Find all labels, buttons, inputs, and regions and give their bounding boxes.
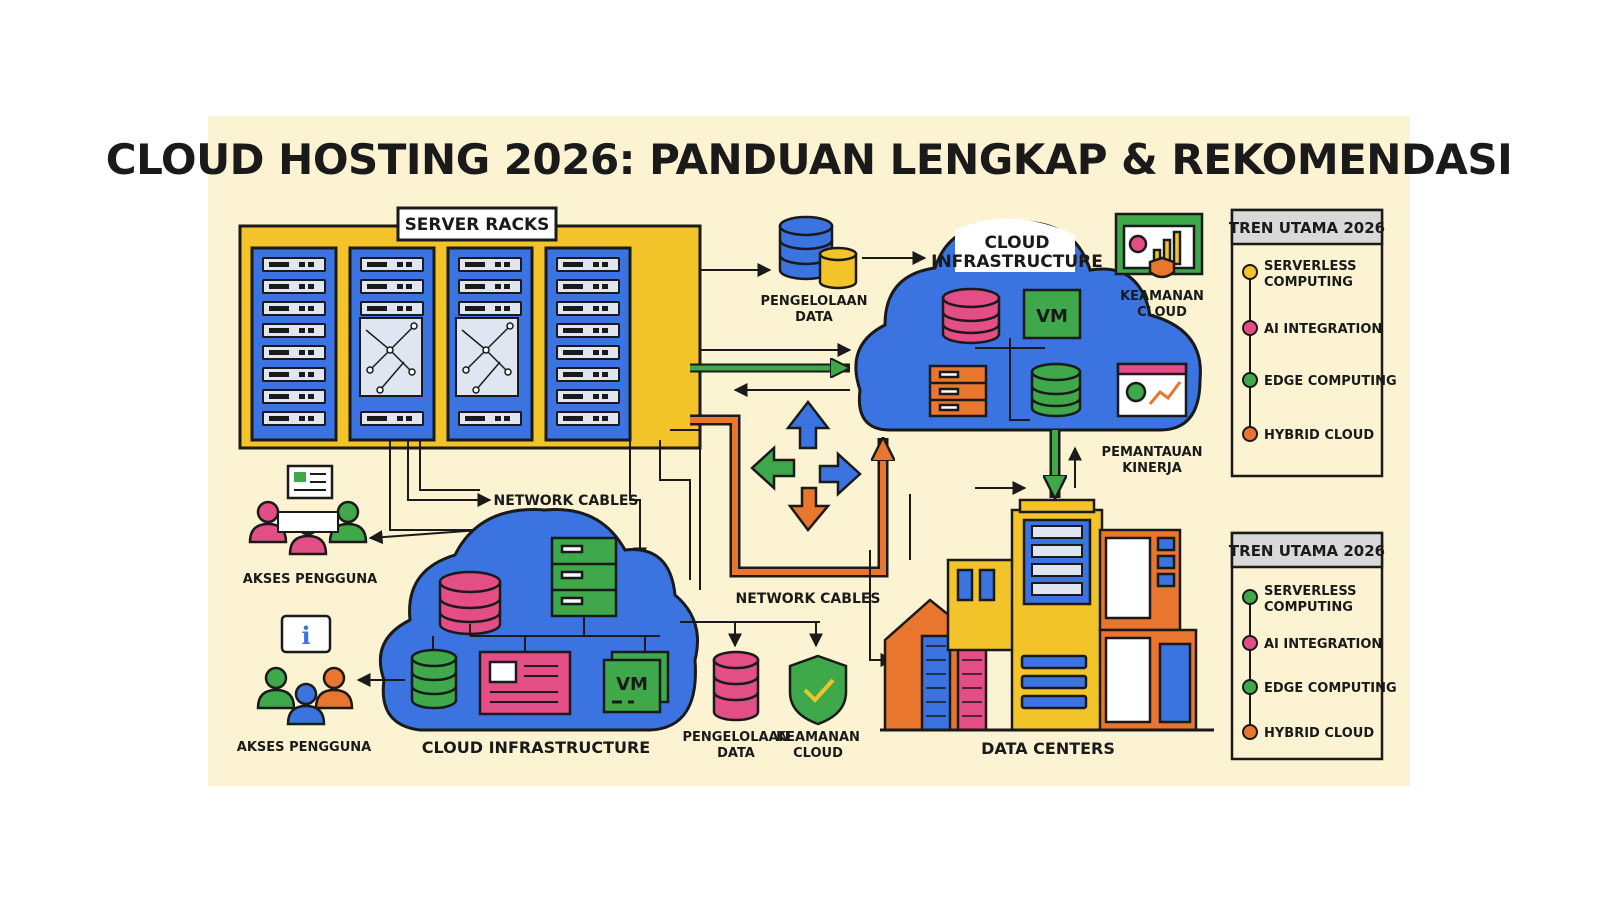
trend-item-label: SERVERLESS (1264, 259, 1357, 274)
server-rack (250, 246, 338, 442)
trend-item-label: AI INTEGRATION (1264, 637, 1382, 652)
network-mesh-icon (359, 317, 519, 397)
network-cables-label-2: NETWORK CABLES (735, 591, 880, 607)
server-icon-orange (928, 364, 988, 418)
page-title: CLOUD HOSTING 2026: PANDUAN LENGKAP & RE… (106, 135, 1512, 184)
trend-item-label: AI INTEGRATION (1264, 322, 1382, 337)
trend-item: HYBRID CLOUD (1242, 426, 1374, 443)
bottom-server-green (550, 536, 618, 618)
trend-item-label: HYBRID CLOUD (1264, 428, 1374, 443)
user-access-icon-1 (248, 464, 368, 556)
trend-bullet-icon (1242, 679, 1258, 695)
bottom-vm-label: VM (616, 674, 648, 695)
bottom-dashboard-pink (478, 650, 572, 716)
server-racks: SERVER RACKS (238, 206, 702, 450)
server-rack (544, 246, 632, 442)
bottom-database-green (410, 648, 458, 710)
user-access-icon-2: i (256, 614, 354, 726)
user-access-label-1: AKSES PENGGUNA (243, 572, 377, 587)
four-way-arrows-icon (750, 399, 862, 533)
cloud-security-label-top-1: KEAMANAN (1120, 289, 1204, 304)
cloud-to-datacenter-arrow (975, 430, 1082, 498)
performance-monitoring-label-1: PEMANTAUAN (1102, 445, 1203, 460)
performance-monitor-icon (1116, 362, 1188, 418)
orange-data-flow-path (690, 414, 883, 578)
trend-item-label: EDGE COMPUTING (1264, 681, 1397, 696)
server-racks-label-box (396, 206, 558, 242)
trend-bullet-icon (1242, 635, 1258, 651)
data-centers-buildings (880, 498, 1214, 732)
bottom-cloud-label: CLOUD INFRASTRUCTURE (422, 738, 650, 757)
database-icon-bottom (712, 650, 760, 722)
server-racks-label: SERVER RACKS (405, 215, 550, 235)
data-management-label-top-2: DATA (795, 310, 833, 325)
security-shield-icon (788, 654, 848, 726)
trend-item: EDGE COMPUTING (1242, 372, 1397, 389)
network-cables-label-1: NETWORK CABLES (493, 493, 638, 509)
trend-item-label: HYBRID CLOUD (1264, 726, 1374, 741)
top-cloud-label-2: INFRASTRUCTURE (931, 252, 1103, 272)
vm-icon (1022, 288, 1082, 340)
database-icon-top (778, 215, 858, 290)
data-management-label-bottom-1: PENGELOLAAN (683, 730, 790, 745)
trend-item: AI INTEGRATION (1242, 320, 1382, 337)
cloud-security-label-top-2: CLOUD (1137, 305, 1187, 320)
data-management-label-bottom-2: DATA (717, 746, 755, 761)
trend-bullet-icon (1242, 372, 1258, 388)
trend-bullet-icon (1242, 264, 1258, 280)
security-dashboard-icon (1114, 212, 1204, 279)
trends-panel-2-title: TREN UTAMA 2026 (1229, 542, 1385, 560)
performance-monitoring-label-2: KINERJA (1122, 461, 1182, 476)
user-access-label-2: AKSES PENGGUNA (237, 740, 371, 755)
bottom-vm-icon (602, 650, 670, 714)
trend-bullet-icon (1242, 426, 1258, 442)
trend-item: EDGE COMPUTING (1242, 679, 1397, 696)
trend-item: AI INTEGRATION (1242, 635, 1382, 652)
bottom-database-pink (438, 570, 502, 636)
trend-bullet-icon (1242, 320, 1258, 336)
bottom-cloud: VM (378, 508, 699, 732)
trends-panel-1-title: TREN UTAMA 2026 (1229, 219, 1385, 237)
bottom-cloud-connectors (356, 494, 911, 687)
trend-item-label-2: COMPUTING (1264, 600, 1353, 615)
data-centers-label: DATA CENTERS (981, 739, 1115, 758)
trend-item-label: SERVERLESS (1264, 584, 1357, 599)
data-management-label-top-1: PENGELOLAAN (761, 294, 868, 309)
database-icon-green (1030, 362, 1082, 418)
cloud-security-label-bottom-2: CLOUD (793, 746, 843, 761)
trend-item: HYBRID CLOUD (1242, 724, 1374, 741)
trend-bullet-icon (1242, 724, 1258, 740)
database-icon-pink (941, 287, 1001, 345)
vm-label: VM (1036, 306, 1068, 327)
top-cloud-label-1: CLOUD (984, 233, 1049, 253)
trend-item-label: EDGE COMPUTING (1264, 374, 1397, 389)
cloud-security-label-bottom-1: KEAMANAN (776, 730, 860, 745)
info-icon: i (301, 621, 310, 650)
top-cloud: CLOUD INFRASTRUCTURE VM (854, 218, 1202, 432)
trend-bullet-icon (1242, 589, 1258, 605)
trend-item-label-2: COMPUTING (1264, 275, 1353, 290)
